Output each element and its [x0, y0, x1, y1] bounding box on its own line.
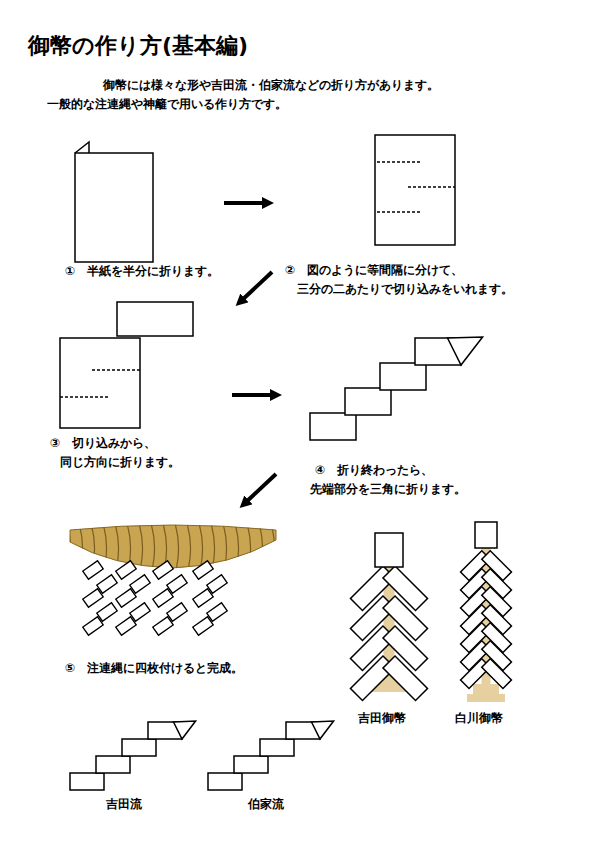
gohei-figures — [350, 522, 511, 702]
gohei-shide — [383, 656, 428, 701]
page-title: 御幣の作り方(基本編) — [28, 32, 248, 60]
shide-piece — [207, 603, 227, 622]
rope-twist — [114, 520, 119, 570]
folded-strips — [70, 337, 483, 790]
shide-piece — [153, 589, 173, 608]
shide-piece — [130, 603, 150, 622]
strip-segment — [96, 756, 130, 773]
rope-twist — [258, 520, 263, 570]
gohei-base — [473, 684, 499, 694]
step-caption: ② 図のように等間隔に分けて、 三分の二あたりで切り込みをいれます。 — [285, 261, 533, 299]
step-caption: ⑤ 注連縄に四枚付けると完成。 — [65, 659, 243, 678]
shide-piece — [207, 575, 227, 594]
rope-twist — [210, 520, 215, 570]
rope-twist — [102, 520, 107, 570]
strip-segment — [310, 413, 356, 440]
step-arrows — [224, 203, 276, 504]
figure-label: 吉田御幣 — [358, 709, 406, 728]
rope-twist — [246, 520, 251, 570]
shide-piece — [97, 603, 117, 622]
shide-piece — [83, 589, 103, 608]
step-caption: ① 半紙を半分に折ります。 — [65, 262, 219, 281]
folded-tip — [312, 721, 334, 739]
strip-segment — [122, 739, 156, 756]
strip-segment — [380, 363, 426, 390]
strip-segment — [208, 773, 242, 790]
strip-segment — [260, 739, 294, 756]
rope-twist — [198, 520, 203, 570]
figure-label: 白川御幣 — [455, 709, 503, 728]
shide-piece — [167, 575, 187, 594]
strip-segment — [70, 773, 104, 790]
shide-piece — [153, 561, 173, 580]
shide-piece — [83, 561, 103, 580]
gohei-tab — [475, 522, 497, 548]
strip-segment — [234, 756, 268, 773]
rope-twist — [234, 520, 239, 570]
rope-twist — [138, 520, 143, 570]
shide-piece — [193, 561, 213, 580]
rope-twist — [270, 520, 275, 570]
rope-twist — [78, 520, 83, 570]
rope-twist — [222, 520, 227, 570]
step-caption: ④ 折り終わったら、 先端部分を三角に折ります。 — [310, 461, 482, 499]
gohei-base — [467, 694, 505, 702]
gohei-tab — [375, 533, 403, 567]
step-caption: ③ 切り込みから、 同じ方向に折ります。 — [50, 434, 192, 472]
shide-piece — [130, 575, 150, 594]
folded-paper — [75, 142, 153, 262]
cut-paper — [375, 135, 455, 245]
gohei-shide — [482, 659, 512, 689]
rope-twist — [66, 520, 71, 570]
shide-piece — [83, 617, 103, 636]
folded-tip — [174, 721, 196, 739]
intro-note: 御幣には様々な形や吉田流・伯家流などの折り方があります。 一般的な注連縄や神籬で… — [47, 76, 457, 114]
hanging-shide — [83, 561, 227, 636]
shide-piece — [193, 617, 213, 636]
shide-piece — [193, 589, 213, 608]
rope-twist — [186, 520, 191, 570]
folded-tip — [448, 337, 483, 365]
strip-segment — [345, 388, 391, 415]
style-label: 吉田流 — [106, 795, 142, 814]
shide-piece — [116, 561, 136, 580]
shide-piece — [153, 617, 173, 636]
rope-twist — [174, 520, 179, 570]
style-label: 伯家流 — [248, 795, 284, 814]
shide-piece — [167, 603, 187, 622]
rope-twist — [150, 520, 155, 570]
shide-piece — [116, 617, 136, 636]
shide-piece — [116, 589, 136, 608]
folding-paper — [60, 302, 193, 428]
shide-piece — [97, 575, 117, 594]
